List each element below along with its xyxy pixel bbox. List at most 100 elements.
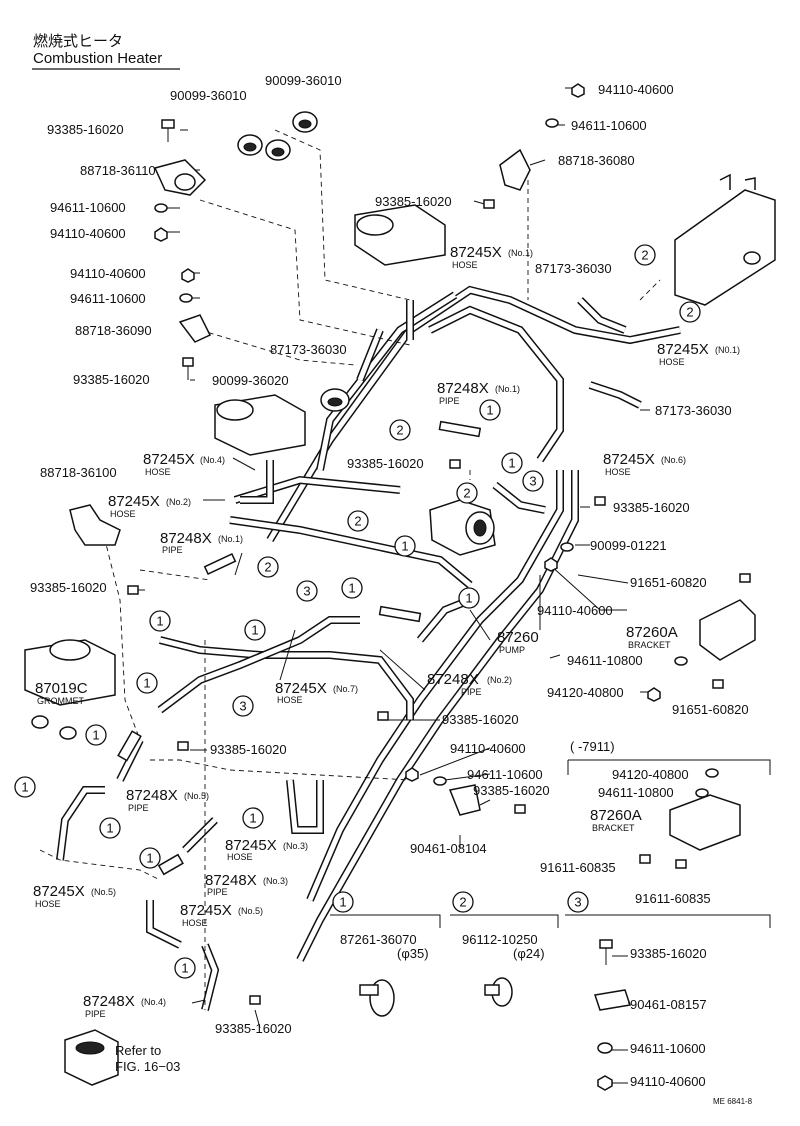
- inset-7911: ( -7911) 94120-40800 94611-10800 87260A …: [540, 739, 771, 906]
- refer-note-line2: FIG. 16−03: [115, 1059, 180, 1074]
- part-label: 94611-10600: [50, 200, 126, 215]
- part-label: 93385-16020: [375, 194, 452, 209]
- svg-text:3: 3: [303, 584, 310, 599]
- part-label: 90099-36020: [212, 373, 289, 388]
- callout-circle: 1: [341, 577, 363, 599]
- clamp-part: 87261-36070: [340, 932, 417, 947]
- part-label: 87260A: [590, 807, 642, 824]
- part-label: 87260: [497, 629, 539, 646]
- part-type: PIPE: [128, 803, 149, 813]
- part-label: 87245X: [143, 451, 195, 468]
- callout-circle: 3: [232, 695, 254, 717]
- part-type: HOSE: [659, 357, 685, 367]
- part-sub: (No.5): [184, 791, 209, 801]
- part-label: 87248X: [160, 530, 212, 547]
- svg-text:2: 2: [354, 514, 361, 529]
- part-label: 91611-60835: [635, 891, 711, 906]
- part-label: 87245X: [603, 451, 655, 468]
- callout-circle: 1: [139, 847, 161, 869]
- clamp-part: 96112-10250: [462, 932, 538, 947]
- svg-text:1: 1: [21, 780, 28, 795]
- svg-text:1: 1: [249, 811, 256, 826]
- callout-circle: 1: [501, 452, 523, 474]
- part-label: 87248X: [126, 787, 178, 804]
- part-label: 91651-60820: [630, 575, 707, 590]
- part-sub: (No.1): [508, 248, 533, 258]
- callout-circle: 2: [257, 556, 279, 578]
- clamp-legend: 1 87261-36070 (φ35) 2 96112-10250 (φ24) …: [330, 891, 771, 1089]
- part-type: PIPE: [207, 887, 228, 897]
- part-label: 93385-16020: [210, 742, 287, 757]
- part-label: 87245X: [33, 883, 85, 900]
- part-label: 90099-01221: [590, 538, 667, 553]
- svg-text:2: 2: [641, 248, 648, 263]
- part-sub: (No.4): [141, 997, 166, 1007]
- part-label: 87260A: [626, 624, 678, 641]
- clamp-1: 1 87261-36070 (φ35): [330, 891, 441, 961]
- part-label: 87245X: [108, 493, 160, 510]
- svg-text:1: 1: [143, 676, 150, 691]
- part-sub: (No.2): [166, 497, 191, 507]
- part-sub: (No.6): [661, 455, 686, 465]
- part-type: HOSE: [145, 467, 171, 477]
- part-label: 87248X: [427, 671, 479, 688]
- svg-text:2: 2: [463, 486, 470, 501]
- part-label: 87245X: [450, 244, 502, 261]
- clamp-number: 1: [339, 895, 346, 910]
- part-label: 94611-10600: [571, 118, 647, 133]
- leader-lines: [39, 87, 661, 1029]
- callout-circle: 2: [347, 510, 369, 532]
- part-sub: (No.4): [200, 455, 225, 465]
- svg-text:2: 2: [396, 423, 403, 438]
- title-en: Combustion Heater: [33, 50, 162, 67]
- callout-circle: 2: [679, 301, 701, 323]
- part-sub: (No.5): [91, 887, 116, 897]
- part-label: 93385-16020: [613, 500, 690, 515]
- part-label: 94110-40600: [450, 741, 526, 756]
- part-label: 90461-08104: [410, 841, 487, 856]
- part-label: 94611-10600: [467, 767, 543, 782]
- part-label: 94611-10800: [598, 785, 674, 800]
- part-type: HOSE: [110, 509, 136, 519]
- part-label: 87248X: [83, 993, 135, 1010]
- part-label: 94110-40600: [50, 226, 126, 241]
- clamp-part: 90461-08157: [630, 997, 707, 1012]
- part-type: BRACKET: [628, 640, 671, 650]
- part-label: 91651-60820: [672, 702, 749, 717]
- part-label: 88718-36090: [75, 323, 152, 338]
- part-label: 93385-16020: [473, 783, 550, 798]
- part-label: 94120-40800: [547, 685, 624, 700]
- svg-text:1: 1: [401, 539, 408, 554]
- part-type: PIPE: [461, 687, 482, 697]
- callout-circle: 2: [634, 244, 656, 266]
- hose-routing: [56, 285, 681, 1011]
- part-labels: 90099-36010 90099-36010 93385-16020 8871…: [30, 73, 749, 1036]
- svg-text:1: 1: [92, 728, 99, 743]
- part-label: 87248X: [437, 380, 489, 397]
- part-sub: (No.1): [495, 384, 520, 394]
- part-label: 87173-36030: [270, 342, 347, 357]
- callout-circle: 1: [99, 817, 121, 839]
- part-label: 94110-40600: [598, 82, 674, 97]
- callout-circle: 3: [522, 470, 544, 492]
- callout-circle: 1: [244, 619, 266, 641]
- part-label: 94120-40800: [612, 767, 689, 782]
- part-label: 87248X: [205, 872, 257, 889]
- part-label: 94110-40600: [70, 266, 146, 281]
- part-label: 87173-36030: [535, 261, 612, 276]
- callout-circle: 1: [85, 724, 107, 746]
- svg-text:1: 1: [181, 961, 188, 976]
- part-label: 90099-36010: [265, 73, 342, 88]
- clamp-3: 3 93385-16020 90461-08157 94611-10600 94…: [565, 891, 771, 1089]
- part-label: 87019C: [35, 680, 88, 697]
- part-sub: (No.1): [218, 534, 243, 544]
- part-type: PIPE: [439, 396, 460, 406]
- callout-circles: 2 2 1 2 1 2 3 2 1 2 3 1 1 1 1 1 3 1 1 1 …: [14, 244, 701, 979]
- part-label: 87245X: [275, 680, 327, 697]
- part-sub: (No.7): [333, 684, 358, 694]
- clamp-part: 94110-40600: [630, 1074, 706, 1089]
- part-type: GROMMET: [37, 696, 84, 706]
- callout-circle: 1: [174, 957, 196, 979]
- part-type: HOSE: [182, 918, 208, 928]
